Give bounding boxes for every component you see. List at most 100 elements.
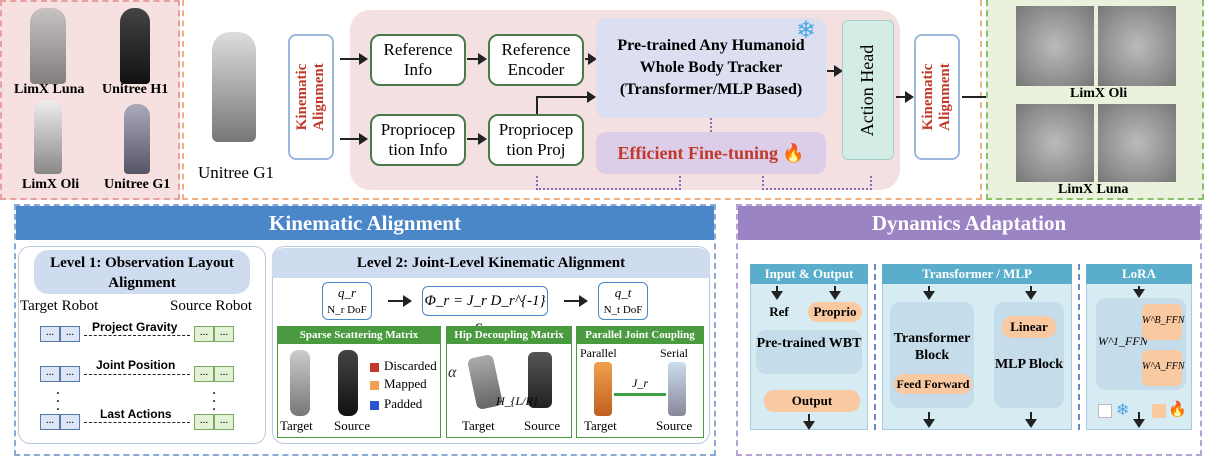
arrow bbox=[340, 133, 368, 145]
ellipsis: ... bbox=[212, 381, 216, 414]
output-label: LimX Oli bbox=[1070, 86, 1128, 101]
arrow bbox=[923, 412, 935, 428]
serial-label: Serial bbox=[660, 346, 688, 360]
dashed-arrow bbox=[84, 422, 190, 423]
ref-pill: Ref bbox=[758, 302, 800, 322]
arrow bbox=[564, 295, 588, 307]
unitree-g1-figure bbox=[212, 32, 256, 142]
obs-row: ...... bbox=[40, 326, 80, 342]
ellipsis: ... bbox=[56, 381, 60, 414]
fine-tuning-label: Efficient Fine-tuning bbox=[617, 142, 779, 163]
arrow bbox=[467, 133, 487, 145]
wa-box: W^A_FFN bbox=[1142, 350, 1185, 386]
proprio-proj-box: Propriocep tion Proj bbox=[488, 114, 584, 166]
arrow bbox=[1133, 286, 1145, 298]
snowflake-icon: ❄ bbox=[1116, 402, 1130, 419]
connector bbox=[762, 176, 872, 190]
target-label: Target bbox=[280, 418, 313, 433]
arrow bbox=[340, 53, 368, 65]
robot-figure bbox=[34, 100, 62, 174]
fire-icon: 🔥 bbox=[782, 142, 805, 163]
kinematic-title: Kinematic Alignment bbox=[16, 206, 714, 240]
robot-figure bbox=[30, 8, 66, 84]
row-label: Project Gravity bbox=[92, 320, 178, 334]
phi-box: Φ_r = J_r D_r^{-1} S_r bbox=[422, 286, 548, 337]
row-label: Joint Position bbox=[96, 358, 176, 372]
output-label: LimX Luna bbox=[1058, 182, 1129, 197]
arrow bbox=[585, 53, 597, 65]
legend-item: Padded bbox=[370, 396, 422, 412]
divider bbox=[1078, 264, 1080, 430]
target-label: Target bbox=[584, 418, 617, 433]
obs-row: ...... bbox=[40, 366, 80, 382]
dynamics-panel bbox=[736, 204, 1202, 456]
dynamics-title: Dynamics Adaptation bbox=[738, 206, 1200, 240]
dashed-arrow bbox=[84, 335, 190, 336]
hlr-label: H_{L/R} bbox=[496, 394, 538, 408]
robot-label: Unitree G1 bbox=[104, 177, 171, 192]
target-robot-label: Target Robot bbox=[20, 298, 99, 314]
connector bbox=[536, 96, 538, 114]
dashed-arrow bbox=[84, 374, 190, 375]
feed-forward-pill: Feed Forward bbox=[894, 374, 972, 394]
source-label: Source bbox=[656, 418, 693, 433]
kinematic-alignment-box: Kinematic Alignment bbox=[288, 34, 334, 160]
robot-label: Unitree H1 bbox=[102, 82, 169, 97]
hip-figure bbox=[528, 352, 552, 408]
mlp-label: MLP Block bbox=[994, 357, 1064, 372]
connector bbox=[710, 118, 712, 132]
obs-row: ...... bbox=[194, 326, 234, 342]
fine-tuning-box: Efficient Fine-tuning 🔥 bbox=[596, 132, 826, 174]
sim-image bbox=[1016, 6, 1094, 86]
robot-label: LimX Oli bbox=[22, 177, 80, 192]
sim-image bbox=[1098, 104, 1176, 182]
robot-figure bbox=[290, 350, 310, 416]
obs-row: ...... bbox=[194, 366, 234, 382]
parallel-label: Parallel bbox=[580, 346, 617, 360]
proprio-pill: Proprio bbox=[808, 302, 862, 322]
obs-row: ...... bbox=[40, 414, 80, 430]
wb-box: W^B_FFN bbox=[1142, 304, 1185, 340]
arrow bbox=[827, 65, 843, 77]
target-label: Target bbox=[462, 418, 495, 433]
arrow bbox=[923, 286, 935, 300]
arrow bbox=[829, 286, 841, 300]
kinematic-panel bbox=[14, 204, 716, 456]
legend-item: Discarded bbox=[370, 358, 437, 374]
sim-image bbox=[1016, 104, 1094, 182]
source-robot-label: Source Robot bbox=[170, 298, 253, 314]
transformer-label: Transformer Block bbox=[893, 331, 971, 363]
pipeline-frame bbox=[182, 0, 982, 200]
action-head-box: Action Head bbox=[842, 20, 894, 160]
row-label: Last Actions bbox=[100, 407, 172, 421]
proprio-info-box: Propriocep tion Info bbox=[370, 114, 466, 166]
sparse-title: Sparse Scattering Matrix bbox=[277, 326, 441, 344]
linear-pill: Linear bbox=[1002, 316, 1056, 338]
reference-encoder-box: Reference Encoder bbox=[488, 34, 584, 86]
robot-figure bbox=[124, 104, 150, 174]
arrow bbox=[803, 414, 815, 430]
w1-label: W^1_FFN bbox=[1098, 334, 1148, 348]
source-label: Source bbox=[524, 418, 561, 433]
arrow bbox=[896, 91, 914, 103]
robot-figure bbox=[120, 8, 150, 84]
leg-figure bbox=[594, 362, 612, 416]
hip-title: Hip Decoupling Matrix bbox=[446, 326, 572, 344]
arrow bbox=[467, 53, 487, 65]
trainable-legend-swatch bbox=[1152, 404, 1166, 418]
lora-title: LoRA bbox=[1086, 264, 1192, 284]
g1-label: Unitree G1 bbox=[198, 163, 275, 182]
double-arrow bbox=[614, 393, 666, 396]
arrow bbox=[1025, 286, 1037, 300]
level2-title: Level 2: Joint-Level Kinematic Alignment bbox=[272, 248, 710, 278]
snowflake-icon: ❄ bbox=[796, 18, 817, 44]
leg-figure bbox=[668, 362, 686, 416]
robot-figure bbox=[338, 350, 358, 416]
jr-label: J_r bbox=[632, 376, 648, 390]
parallel-title: Parallel Joint Coupling bbox=[576, 326, 704, 344]
arrow bbox=[1133, 412, 1145, 428]
source-robots-panel bbox=[0, 0, 180, 200]
arrow bbox=[536, 91, 596, 103]
